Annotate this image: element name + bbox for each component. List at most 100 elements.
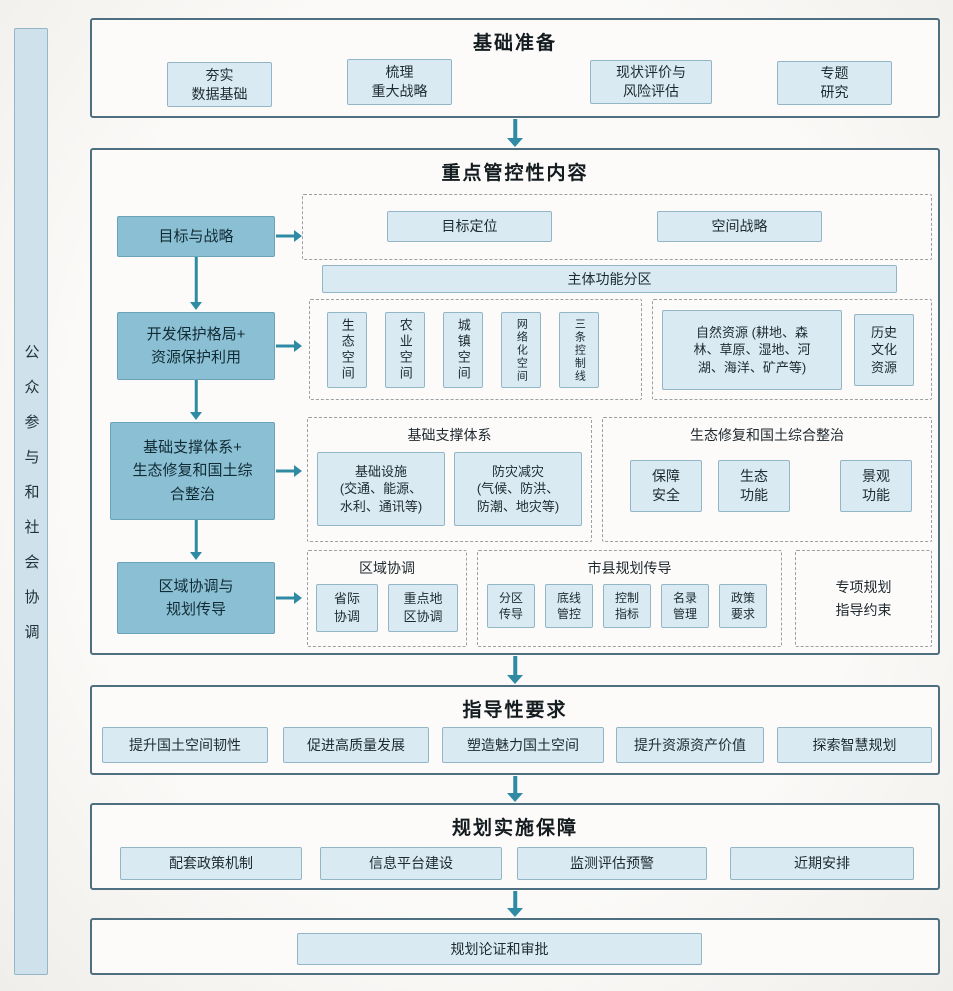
disaster-prevention-box: 防灾减灾 (气候、防洪、 防潮、地灾等) <box>454 452 582 526</box>
goal-positioning-box: 目标定位 <box>387 211 552 242</box>
control-lines-box: 三条控制线 <box>559 312 599 388</box>
section-guidance: 指导性要求 提升国土空间韧性 促进高质量发展 塑造魅力国土空间 提升资源资产价值… <box>90 685 940 775</box>
ecological-space-label: 生态空间 <box>339 318 355 382</box>
infrastructure-box: 基础设施 (交通、能源、 水利、通讯等) <box>317 452 445 526</box>
arrow-stem <box>194 520 198 553</box>
arrow-head <box>190 302 202 310</box>
interprovincial-box: 省际 协调 <box>316 584 378 632</box>
arrow-head <box>507 908 523 917</box>
section-key-control: 重点管控性内容 目标与战略 目标定位 空间战略 主体功能分区 开发保护格局+ 资… <box>90 148 940 655</box>
goals-group <box>302 194 932 260</box>
arrow-stem <box>513 656 517 676</box>
arrow-stem <box>194 257 198 303</box>
spaces-group <box>309 299 642 400</box>
agricultural-space-label: 农业空间 <box>397 318 413 382</box>
historical-cultural-box: 历史 文化 资源 <box>854 314 914 386</box>
arrow-head <box>294 230 302 242</box>
city-county-transmission-title: 市县规划传导 <box>587 560 672 576</box>
arrow-head <box>507 793 523 802</box>
flow-arrow-down-1 <box>501 119 529 147</box>
arrow-stem <box>513 119 517 139</box>
network-space-label: 网络化空间 <box>515 317 528 383</box>
section-approval: 规划论证和审批 <box>90 918 940 975</box>
section-implementation: 规划实施保障 配套政策机制 信息平台建设 监测评估预警 近期安排 <box>90 803 940 890</box>
key-control-title: 重点管控性内容 <box>441 163 589 184</box>
natural-resources-box: 自然资源 (耕地、森 林、草原、湿地、河 湖、海洋、矿产等) <box>662 310 842 390</box>
guidance-title: 指导性要求 <box>462 700 568 721</box>
flow-arrow-down-b <box>189 380 203 420</box>
arrow-stem <box>276 469 295 473</box>
regional-coordination-group: 区域协调 <box>307 550 467 647</box>
prep-item-major-strategy: 梳理 重大战略 <box>347 59 452 105</box>
control-indicator-box: 控制 指标 <box>603 584 651 628</box>
resources-group <box>652 299 932 400</box>
prep-item-data-foundation: 夯实 数据基础 <box>167 62 272 107</box>
arrow-stem <box>276 596 295 600</box>
eco-function-box: 生态 功能 <box>718 460 790 512</box>
arrow-head <box>190 412 202 420</box>
ecological-space-box: 生态空间 <box>327 312 367 388</box>
flow-arrow-down-3 <box>501 776 529 802</box>
arrow-stem <box>276 344 295 348</box>
city-county-transmission-group: 市县规划传导 <box>477 550 782 647</box>
arrow-stem <box>513 776 517 794</box>
flow-arrow-down-a <box>189 257 203 310</box>
eco-restoration-group: 生态修复和国土综合整治 <box>602 417 932 542</box>
approval-box: 规划论证和审批 <box>297 933 702 965</box>
special-planning-label: 专项规划 指导约束 <box>835 579 892 618</box>
guidance-item-asset-value: 提升资源资产价值 <box>616 727 764 763</box>
arrow-head <box>294 592 302 604</box>
sidebar-label: 公众参与和社会协调 <box>22 344 40 659</box>
impl-item-info-platform: 信息平台建设 <box>320 847 502 880</box>
flow-arrow-right-1 <box>276 230 302 242</box>
guidance-item-resilience: 提升国土空间韧性 <box>102 727 268 763</box>
flow-arrow-down-4 <box>501 891 529 917</box>
flow-arrow-right-2 <box>276 340 302 352</box>
guidance-item-quality-development: 促进高质量发展 <box>283 727 429 763</box>
arrow-head <box>190 552 202 560</box>
implementation-title: 规划实施保障 <box>451 818 578 839</box>
coordination-transmission-box: 区域协调与 规划传导 <box>117 562 275 634</box>
flow-arrow-down-2 <box>501 656 529 684</box>
arrow-stem <box>194 380 198 413</box>
flow-arrow-right-3 <box>276 465 302 477</box>
public-participation-bar: 公众参与和社会协调 <box>14 28 48 975</box>
preparation-title: 基础准备 <box>472 33 557 54</box>
impl-item-policy-mechanism: 配套政策机制 <box>120 847 302 880</box>
special-planning-group <box>795 550 932 647</box>
arrow-head <box>294 340 302 352</box>
arrow-head <box>294 465 302 477</box>
arrow-stem <box>513 891 517 909</box>
network-space-box: 网络化空间 <box>501 312 541 388</box>
eco-restoration-title: 生态修复和国土综合整治 <box>690 427 844 443</box>
support-system-group: 基础支撑体系 <box>307 417 592 542</box>
bottom-line-control-box: 底线 管控 <box>545 584 593 628</box>
agricultural-space-box: 农业空间 <box>385 312 425 388</box>
main-functional-zoning-bar: 主体功能分区 <box>322 265 897 293</box>
prep-item-special-research: 专题 研究 <box>777 61 892 105</box>
landscape-function-box: 景观 功能 <box>840 460 912 512</box>
prep-item-risk-assessment: 现状评价与 风险评估 <box>590 60 712 104</box>
control-lines-label: 三条控制线 <box>573 317 586 383</box>
policy-requirement-box: 政策 要求 <box>719 584 767 628</box>
urban-space-label: 城镇空间 <box>455 318 471 382</box>
regional-coordination-title: 区域协调 <box>359 560 415 576</box>
guidance-item-smart-planning: 探索智慧规划 <box>777 727 932 763</box>
guidance-item-attractive-space: 塑造魅力国土空间 <box>442 727 604 763</box>
impl-item-near-term: 近期安排 <box>730 847 914 880</box>
spatial-strategy-box: 空间战略 <box>657 211 822 242</box>
zoning-transmission-box: 分区 传导 <box>487 584 535 628</box>
section-preparation: 基础准备 夯实 数据基础 梳理 重大战略 现状评价与 风险评估 专题 研究 <box>90 18 940 118</box>
key-area-coordination-box: 重点地 区协调 <box>388 584 458 632</box>
protection-pattern-box: 开发保护格局+ 资源保护利用 <box>117 312 275 380</box>
impl-item-monitoring-warning: 监测评估预警 <box>517 847 707 880</box>
arrow-head <box>507 138 523 147</box>
goals-strategy-box: 目标与战略 <box>117 216 275 257</box>
directory-management-box: 名录 管理 <box>661 584 709 628</box>
arrow-head <box>507 675 523 684</box>
urban-space-box: 城镇空间 <box>443 312 483 388</box>
flow-arrow-down-c <box>189 520 203 560</box>
flow-arrow-right-4 <box>276 592 302 604</box>
safety-box: 保障 安全 <box>630 460 702 512</box>
